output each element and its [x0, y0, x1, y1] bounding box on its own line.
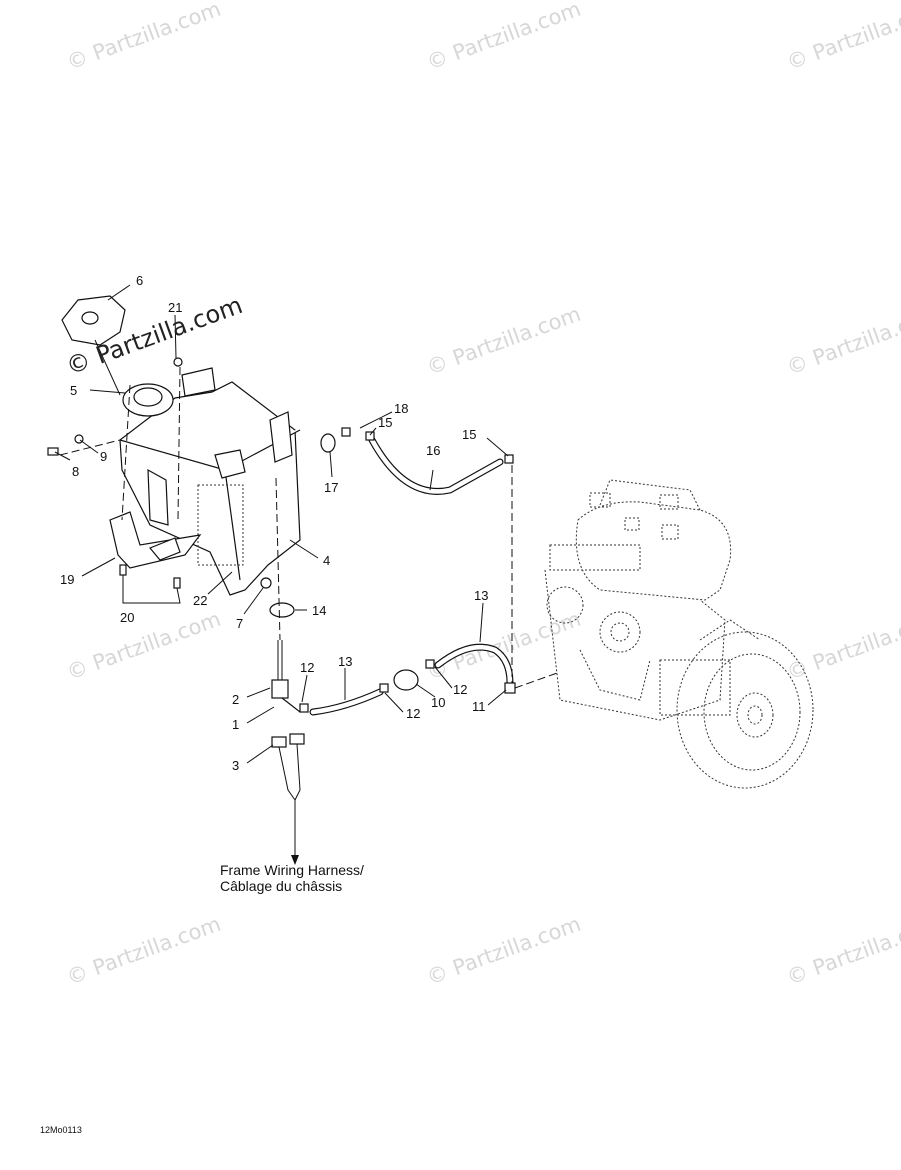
callout-3: 3 [232, 758, 239, 773]
callout-12-right: 12 [453, 682, 467, 697]
watermark: © Partzilla.com [64, 607, 224, 685]
harness-note-french: Câblage du châssis [220, 878, 342, 894]
harness-note-english: Frame Wiring Harness/ [220, 862, 364, 878]
callout-1: 1 [232, 717, 239, 732]
watermark: © Partzilla.com [784, 302, 901, 380]
watermark: © Partzilla.com [784, 912, 901, 990]
callout-22: 22 [193, 593, 207, 608]
watermark: © Partzilla.com [64, 912, 224, 990]
engine-outline [544, 479, 814, 789]
oil-tank [119, 367, 301, 596]
watermark: © Partzilla.com [424, 0, 584, 75]
callout-9: 9 [100, 449, 107, 464]
drawing-code: 12Mo0113 [40, 1125, 82, 1135]
callout-4: 4 [323, 553, 330, 568]
phantom-lines [59, 366, 561, 689]
callout-5: 5 [70, 383, 77, 398]
callout-17: 17 [324, 480, 338, 495]
oil-lines [299, 427, 516, 716]
callout-15-left: 15 [378, 415, 392, 430]
callout-14: 14 [312, 603, 326, 618]
callout-13-right: 13 [474, 588, 488, 603]
oil-cap [61, 295, 126, 396]
oil-level-sensor [271, 640, 307, 865]
callout-12-bottom: 12 [406, 706, 420, 721]
callout-7: 7 [236, 616, 243, 631]
callout-13-left: 13 [338, 654, 352, 669]
callout-labels: 6 21 5 9 8 18 15 16 15 17 4 19 20 22 7 1… [60, 273, 488, 773]
callout-16: 16 [426, 443, 440, 458]
callout-2: 2 [232, 692, 239, 707]
callout-10: 10 [431, 695, 445, 710]
watermark: © Partzilla.com [424, 302, 584, 380]
callout-11: 11 [472, 699, 486, 714]
callout-21: 21 [168, 300, 182, 315]
callout-20: 20 [120, 610, 134, 625]
callout-19: 19 [60, 572, 74, 587]
callout-12-left: 12 [300, 660, 314, 675]
fasteners [47, 357, 295, 618]
callout-6: 6 [136, 273, 143, 288]
tank-bracket [109, 511, 202, 569]
watermark: © Partzilla.com [64, 0, 224, 75]
watermark: © Partzilla.com [424, 912, 584, 990]
callout-8: 8 [72, 464, 79, 479]
callout-18: 18 [394, 401, 408, 416]
callout-15-right: 15 [462, 427, 476, 442]
filler-neck [122, 383, 174, 417]
watermark: © Partzilla.com [784, 0, 901, 75]
watermark: © Partzilla.com [424, 607, 584, 685]
leader-lines [54, 284, 509, 764]
watermark: © Partzilla.com [784, 607, 901, 685]
